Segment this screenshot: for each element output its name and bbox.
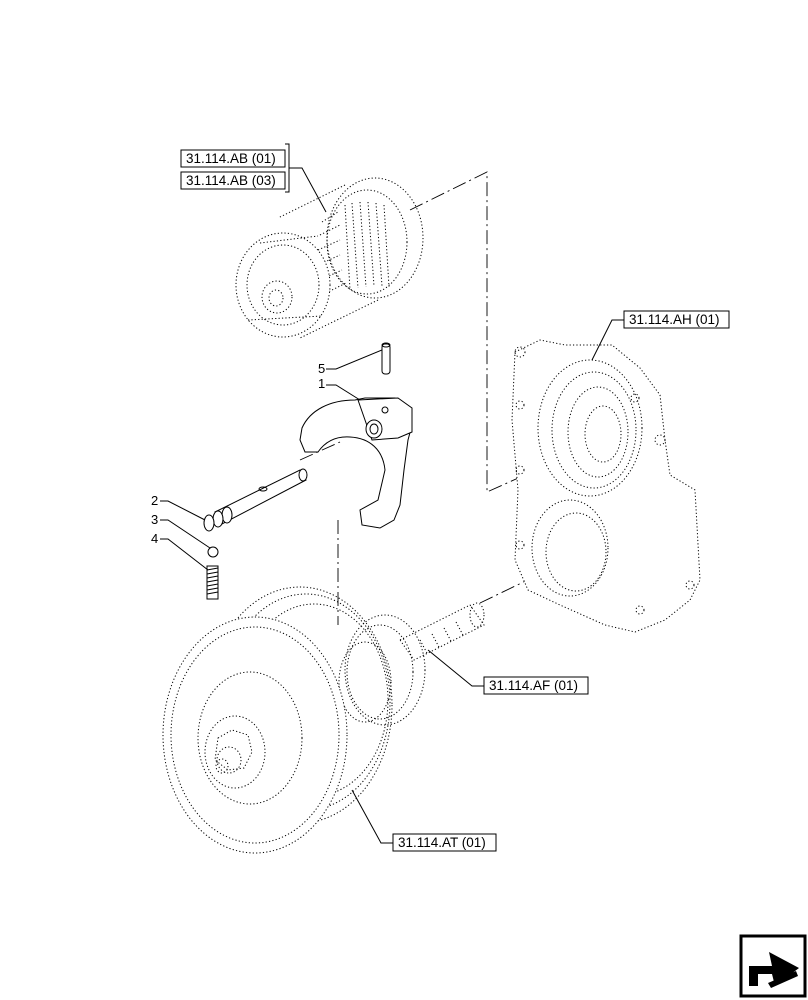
leader-3 — [160, 519, 211, 549]
item-number-3: 3 — [151, 512, 158, 527]
item-2-shaft — [203, 468, 308, 532]
leader-ab — [289, 167, 327, 213]
large-gear — [162, 586, 393, 854]
leader-4 — [160, 538, 209, 571]
item-number-5: 5 — [318, 361, 325, 376]
item-3-ball — [207, 546, 219, 558]
transmission-housing — [511, 339, 701, 633]
item-4-spring — [206, 565, 219, 600]
output-shaft-assembly — [338, 602, 485, 726]
leader-2 — [160, 500, 206, 521]
leader-ah — [591, 319, 624, 361]
svg-text:31.114.AF (01): 31.114.AF (01) — [489, 678, 578, 693]
ref-box-at01[interactable]: 31.114.AT (01) — [392, 833, 497, 852]
item-number-1: 1 — [318, 376, 325, 391]
ref-box-ah01[interactable]: 31.114.AH (01) — [623, 310, 730, 329]
ref-bracket-ab — [285, 143, 290, 193]
svg-text:31.114.AT (01): 31.114.AT (01) — [398, 835, 486, 850]
item-5-pin — [381, 342, 391, 375]
item-1-shift-fork — [299, 397, 413, 529]
ref-box-ab03[interactable]: 31.114.AB (03) — [180, 171, 286, 190]
leader-5 — [326, 349, 383, 370]
svg-text:31.114.AB (01): 31.114.AB (01) — [186, 151, 276, 166]
svg-text:31.114.AH (01): 31.114.AH (01) — [629, 312, 720, 327]
ref-box-ab01[interactable]: 31.114.AB (01) — [180, 149, 286, 168]
leader-at — [351, 789, 393, 844]
item-number-2: 2 — [151, 493, 158, 508]
ref-box-af01[interactable]: 31.114.AF (01) — [483, 676, 589, 695]
leader-af — [427, 649, 484, 687]
item-number-4: 4 — [151, 531, 158, 546]
upper-gear-assembly — [235, 177, 424, 339]
leader-1 — [326, 384, 361, 401]
next-page-arrow-icon[interactable] — [739, 934, 807, 998]
svg-text:31.114.AB (03): 31.114.AB (03) — [186, 173, 276, 188]
